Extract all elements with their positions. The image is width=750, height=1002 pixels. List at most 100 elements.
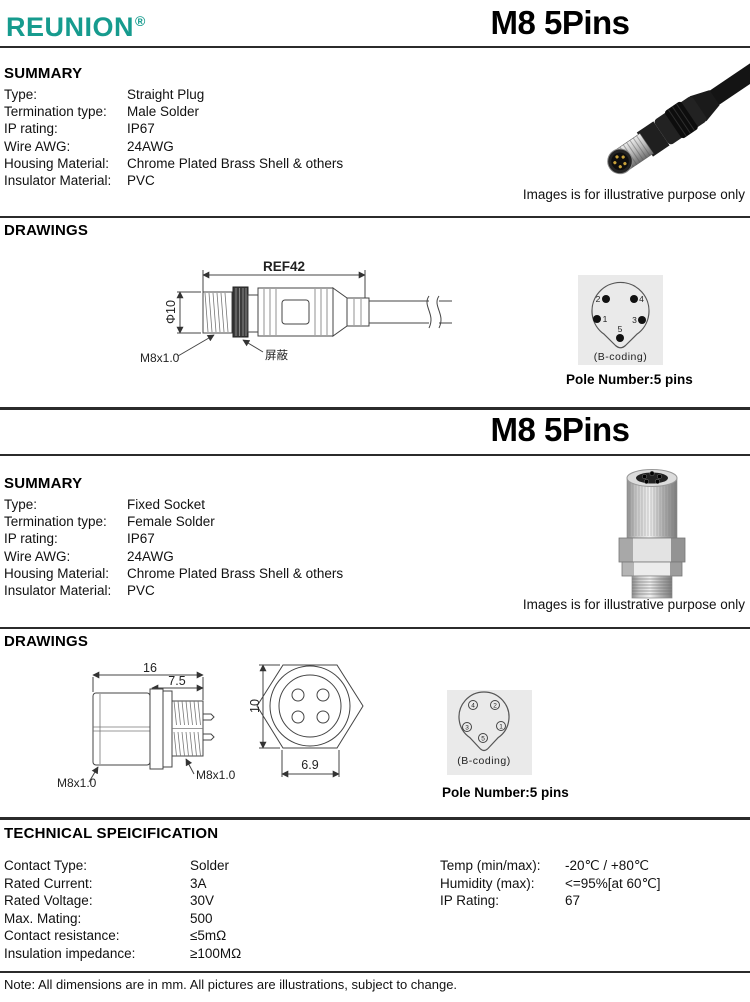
summary-label: Insulator Material: [4, 173, 112, 189]
spec-row: Contact resistance:≤5mΩ [4, 927, 241, 945]
header-divider [0, 46, 750, 48]
tech-spec-right-column: Temp (min/max):-20℃ / +80℃ Humidity (max… [440, 857, 660, 910]
spec-label: Rated Voltage: [4, 893, 93, 908]
summary-value: Fixed Socket [127, 497, 206, 512]
registered-trademark-icon: ® [135, 13, 146, 29]
pin-diagram-male: 2 4 1 3 5 (B-coding) [578, 275, 663, 365]
page-title: M8 5Pins [490, 4, 630, 41]
pin-number: 3 [465, 725, 469, 732]
photo-caption: Images is for illustrative purpose only [522, 187, 745, 202]
connector-face-outline [458, 691, 510, 752]
summary-value: Chrome Plated Brass Shell & others [127, 565, 344, 581]
section-divider [0, 817, 750, 820]
pin-number: 4 [639, 294, 644, 304]
summary-label: Termination type: [4, 514, 107, 530]
summary-value: IP67 [127, 121, 155, 137]
dimension-label-16: 16 [143, 661, 157, 675]
summary-row: Insulator Material: PVC [4, 172, 343, 189]
summary-row: Termination type: Male Solder [4, 103, 343, 120]
spec-value: 67 [565, 893, 581, 908]
connector-face-outline [591, 281, 650, 349]
summary-value: PVC [127, 583, 155, 599]
summary-label: Wire AWG: [4, 138, 71, 154]
spec-row: Temp (min/max):-20℃ / +80℃ [440, 857, 660, 875]
spec-value: ≥100MΩ [190, 945, 242, 961]
dimension-label-6-9: 6.9 [301, 758, 318, 772]
summary-value: PVC [127, 173, 155, 189]
spec-row: Contact Type: Solder [4, 857, 241, 875]
dimension-label-7-5: 7.5 [168, 674, 185, 688]
summary-row: Wire AWG: 24AWG [4, 138, 343, 155]
drawings-heading: DRAWINGS [4, 222, 89, 239]
summary-label: Housing Material: [4, 565, 110, 581]
thread-label: M8x1.0 [57, 776, 97, 790]
summary-label: Type: [4, 87, 38, 102]
summary-value: IP67 [127, 531, 155, 547]
pin-number: 4 [471, 703, 475, 710]
tech-spec-heading: TECHNICAL SPEICIFICATION [4, 825, 219, 842]
summary-value: 24AWG [127, 548, 174, 564]
coding-label: (B-coding) [457, 755, 510, 767]
product-photo-male-plug [607, 56, 750, 175]
thread-label: M8x1.0 [140, 351, 180, 365]
section-divider [0, 407, 750, 410]
pin-number: 3 [632, 315, 637, 325]
thread-label: M8x1.0 [196, 768, 236, 782]
footer-divider [0, 971, 750, 973]
summary-row: IP rating: IP67 [4, 530, 343, 547]
summary-row: Type: Straight Plug [4, 86, 343, 103]
pin-number: 1 [499, 724, 503, 731]
summary-row: Termination type: Female Solder [4, 513, 343, 530]
photo-caption: Images is for illustrative purpose only [522, 597, 745, 612]
spec-row: Insulation impedance:≥100MΩ [4, 945, 241, 963]
spec-row: IP Rating:67 [440, 892, 660, 910]
summary-value: Male Solder [127, 104, 200, 120]
tech-spec-left-column: Contact Type: Solder Rated Current: 3A Rat… [4, 857, 241, 962]
summary-label: Termination type: [4, 104, 107, 120]
summary-value: Female Solder [127, 514, 215, 530]
spec-row: Rated Voltage: 30V [4, 892, 241, 910]
spec-label: Contact Type: [4, 858, 88, 873]
summary-row: Insulator Material:PVC [4, 582, 343, 599]
summary-label: Type: [4, 497, 38, 512]
spec-row: Max. Mating:500 [4, 910, 241, 928]
summary-label: Wire AWG: [4, 548, 71, 564]
spec-value: 500 [190, 910, 213, 926]
spec-label: Rated Current: [4, 875, 93, 891]
pin-number: 1 [603, 314, 608, 324]
page-title: M8 5Pins [490, 411, 630, 448]
spec-value: -20℃ / +80℃ [565, 858, 649, 873]
summary-row: Wire AWG: 24AWG [4, 548, 343, 565]
spec-value: 30V [190, 893, 215, 908]
summary-row: Housing Material: Chrome Plated Brass She… [4, 565, 343, 582]
spec-value: ≤5mΩ [190, 928, 227, 943]
section-divider [0, 454, 750, 456]
summary-value: Chrome Plated Brass Shell & others [127, 155, 344, 171]
summary-value: Straight Plug [127, 87, 205, 102]
technical-drawing-female-socket: 16 7.5 M8x1.0 M8x1.0 10 6.9 [57, 661, 364, 790]
spec-value: 3A [190, 875, 207, 891]
section-divider [0, 216, 750, 218]
summary-value: 24AWG [127, 138, 174, 154]
pin-number: 2 [596, 294, 601, 304]
spec-value: <=95%[at 60℃] [565, 875, 661, 891]
summary-heading: SUMMARY [4, 65, 83, 82]
dimension-label-10: 10 [248, 699, 262, 713]
summary-label: Housing Material: [4, 155, 110, 171]
spec-row: Humidity (max):<=95%[at 60℃] [440, 875, 660, 893]
pin-diagram-female: 4 2 3 1 5 (B-coding) [447, 690, 532, 775]
summary-label: IP rating: [4, 531, 58, 547]
spec-row: Rated Current: 3A [4, 875, 241, 893]
dimension-label-ref42: REF42 [263, 259, 305, 274]
summary-row: Type: Fixed Socket [4, 496, 343, 513]
pin-number: 2 [493, 703, 497, 710]
spec-value: Solder [190, 858, 230, 873]
summary-row: IP rating:IP67 [4, 120, 343, 137]
technical-drawing-male-plug: REF42 Φ10 M8x1.0 屏蔽 [140, 259, 452, 365]
summary-heading: SUMMARY [4, 475, 83, 492]
footer-note: Note: All dimensions are in mm. All pict… [4, 977, 458, 992]
section-divider [0, 627, 750, 629]
summary-row: Housing Material: Chrome Plated Brass She… [4, 155, 343, 172]
summary-table: Type: Straight Plug Termination type: Male… [4, 86, 343, 189]
